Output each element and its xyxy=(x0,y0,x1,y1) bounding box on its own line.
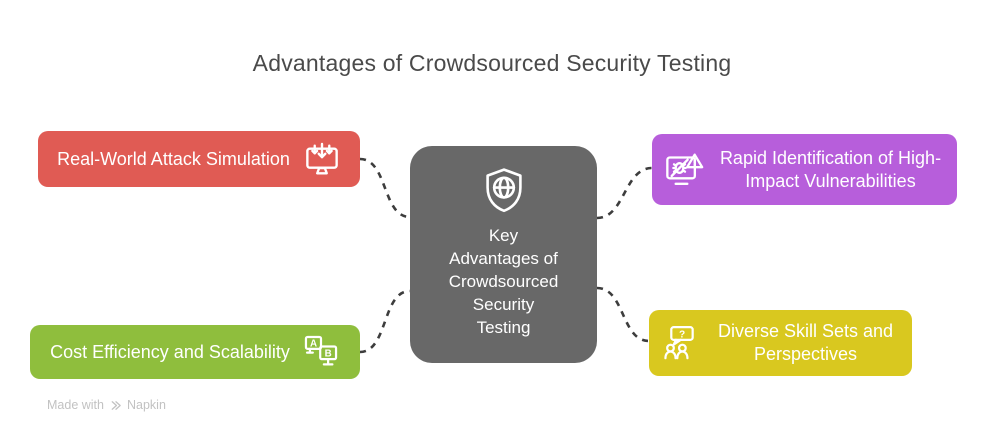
connector-top-left xyxy=(359,157,411,219)
napkin-logo-icon xyxy=(109,399,122,412)
node-label: Diverse Skill Sets and Perspectives xyxy=(717,321,894,364)
bug-alert-monitor-icon xyxy=(664,150,704,190)
node-label: Rapid Identification of High-Impact Vuln… xyxy=(719,147,942,191)
node-real-world-attack-simulation: Real-World Attack Simulation xyxy=(38,131,360,187)
svg-text:B: B xyxy=(324,349,331,360)
svg-text:?: ? xyxy=(679,329,685,340)
watermark-prefix: Made with xyxy=(47,398,104,412)
people-question-icon: ? xyxy=(661,324,699,362)
svg-text:A: A xyxy=(310,338,317,349)
watermark-brand: Napkin xyxy=(126,398,166,412)
center-node-label: Key Advantages of Crowdsourced Security … xyxy=(448,226,559,337)
watermark: Made with Napkin xyxy=(47,398,166,412)
node-rapid-identification-of-vulnerabilities: Rapid Identification of High-Impact Vuln… xyxy=(652,134,957,205)
center-node-key-advantages: Key Advantages of Crowdsourced Security … xyxy=(410,146,597,363)
ab-test-monitors-icon: A B xyxy=(302,333,340,371)
node-label: Cost Efficiency and Scalability xyxy=(50,341,290,362)
connector-bottom-left xyxy=(359,289,411,354)
connector-top-right xyxy=(596,166,653,220)
node-label: Real-World Attack Simulation xyxy=(57,148,290,169)
diagram-title: Advantages of Crowdsourced Security Test… xyxy=(252,50,732,76)
node-diverse-skill-sets-and-perspectives: ? Diverse Skill Sets and Perspectives xyxy=(649,310,912,376)
node-cost-efficiency-and-scalability: Cost Efficiency and Scalability A B xyxy=(30,325,360,379)
connector-bottom-right xyxy=(596,286,650,343)
shield-globe-icon xyxy=(480,166,528,214)
monitor-download-icon xyxy=(303,140,341,178)
